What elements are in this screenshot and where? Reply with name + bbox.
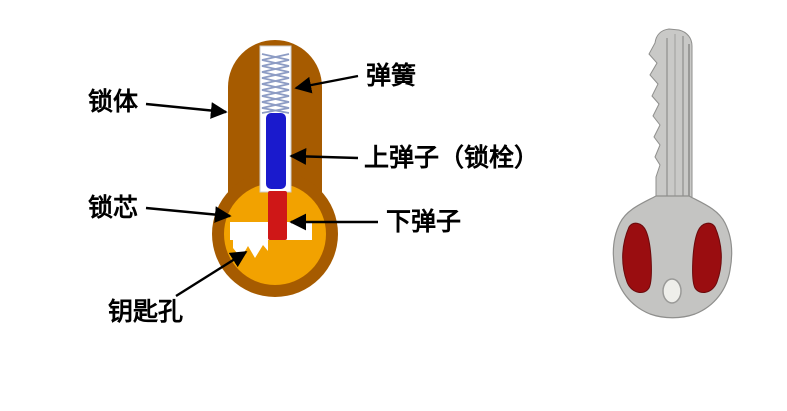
lower-pin-shape (268, 191, 287, 240)
upper-pin-shape (266, 113, 286, 189)
spring-shape (261, 53, 290, 114)
key-red-insert-left (622, 222, 652, 294)
key-illustration (612, 28, 733, 319)
lock-cylinder-diagram (212, 40, 338, 297)
upper-pin-label: 上弹子（锁栓） (364, 143, 539, 172)
key-blade (648, 28, 693, 199)
lock-body-label: 锁体 (88, 87, 139, 116)
upper-pin-arrow (289, 148, 359, 165)
keyhole-arrow (175, 250, 248, 298)
key-ring-hole (662, 278, 682, 304)
key-red-insert-right (692, 222, 722, 294)
spring-arrow (294, 74, 359, 94)
spring-zigzag-b (261, 53, 290, 114)
callout-arrows (145, 74, 378, 298)
lower-pin-label: 下弹子 (386, 207, 461, 236)
spring-zigzag-a (261, 53, 290, 114)
lock-core-label: 锁芯 (88, 193, 138, 222)
lock-body-arrow (145, 102, 228, 119)
key-blade-grooves (666, 34, 690, 196)
spring-label: 弹簧 (366, 61, 416, 90)
lock-core-arrow (145, 206, 232, 223)
callout-labels: 锁体 弹簧 上弹子（锁栓） 锁芯 下弹子 钥匙孔 (88, 61, 539, 326)
keyhole-label: 钥匙孔 (108, 297, 183, 326)
